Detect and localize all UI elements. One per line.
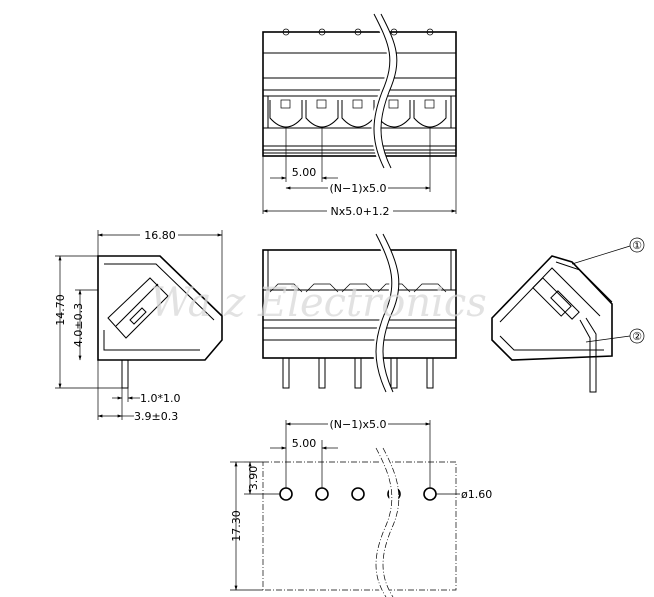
pin	[318, 357, 326, 389]
footprint-holes	[279, 487, 437, 501]
side-view: 16.80 14.70 4.0±0.3 1.0*1.0 3.9±0.3	[54, 229, 223, 423]
watermark-text: Wa z Electronics	[150, 280, 487, 326]
side-width-label: 16.80	[144, 229, 176, 242]
footprint-edge-label: 3.90	[247, 466, 260, 491]
hole	[423, 487, 437, 501]
hole	[279, 487, 293, 501]
hole	[351, 487, 365, 501]
pin	[390, 357, 398, 389]
angled-view-body	[491, 255, 613, 361]
side-pin-label: 1.0*1.0	[140, 392, 181, 405]
callout-1-circle	[629, 237, 645, 253]
footprint-hole-label: ø1.60	[461, 488, 492, 501]
pin	[282, 357, 290, 389]
callout-2-label: ②	[632, 330, 642, 343]
footprint-span-label: (N−1)x5.0	[329, 418, 386, 431]
front-view	[262, 231, 457, 394]
pin	[354, 357, 362, 389]
footprint-depth-label: 17.30	[230, 510, 243, 542]
footprint-outline	[262, 461, 457, 591]
angled-view: ① ②	[491, 237, 645, 393]
top-pitch-label: 5.00	[292, 166, 317, 179]
front-pins	[282, 357, 434, 389]
top-span-label: (N−1)x5.0	[329, 182, 386, 195]
slot	[269, 28, 303, 128]
side-inner-height-label: 4.0±0.3	[72, 303, 85, 347]
pin	[426, 357, 434, 389]
side-height-label: 14.70	[54, 294, 67, 326]
callout-2-circle	[629, 328, 645, 344]
callout-1-label: ①	[632, 239, 642, 252]
footprint-view: (N−1)x5.0 5.00 ø1.60 3.90 17.30	[230, 417, 492, 597]
slot	[305, 28, 339, 128]
slot	[413, 28, 447, 128]
front-teeth	[269, 283, 447, 293]
top-overall-label: Nx5.0+1.2	[331, 205, 390, 218]
hole	[315, 487, 329, 501]
footprint-pitch-label: 5.00	[292, 437, 317, 450]
side-pin	[121, 359, 129, 389]
top-view: 5.00 (N−1)x5.0 Nx5.0+1.2	[262, 11, 457, 218]
top-view-body	[262, 31, 457, 157]
side-foot-label: 3.9±0.3	[134, 410, 178, 423]
